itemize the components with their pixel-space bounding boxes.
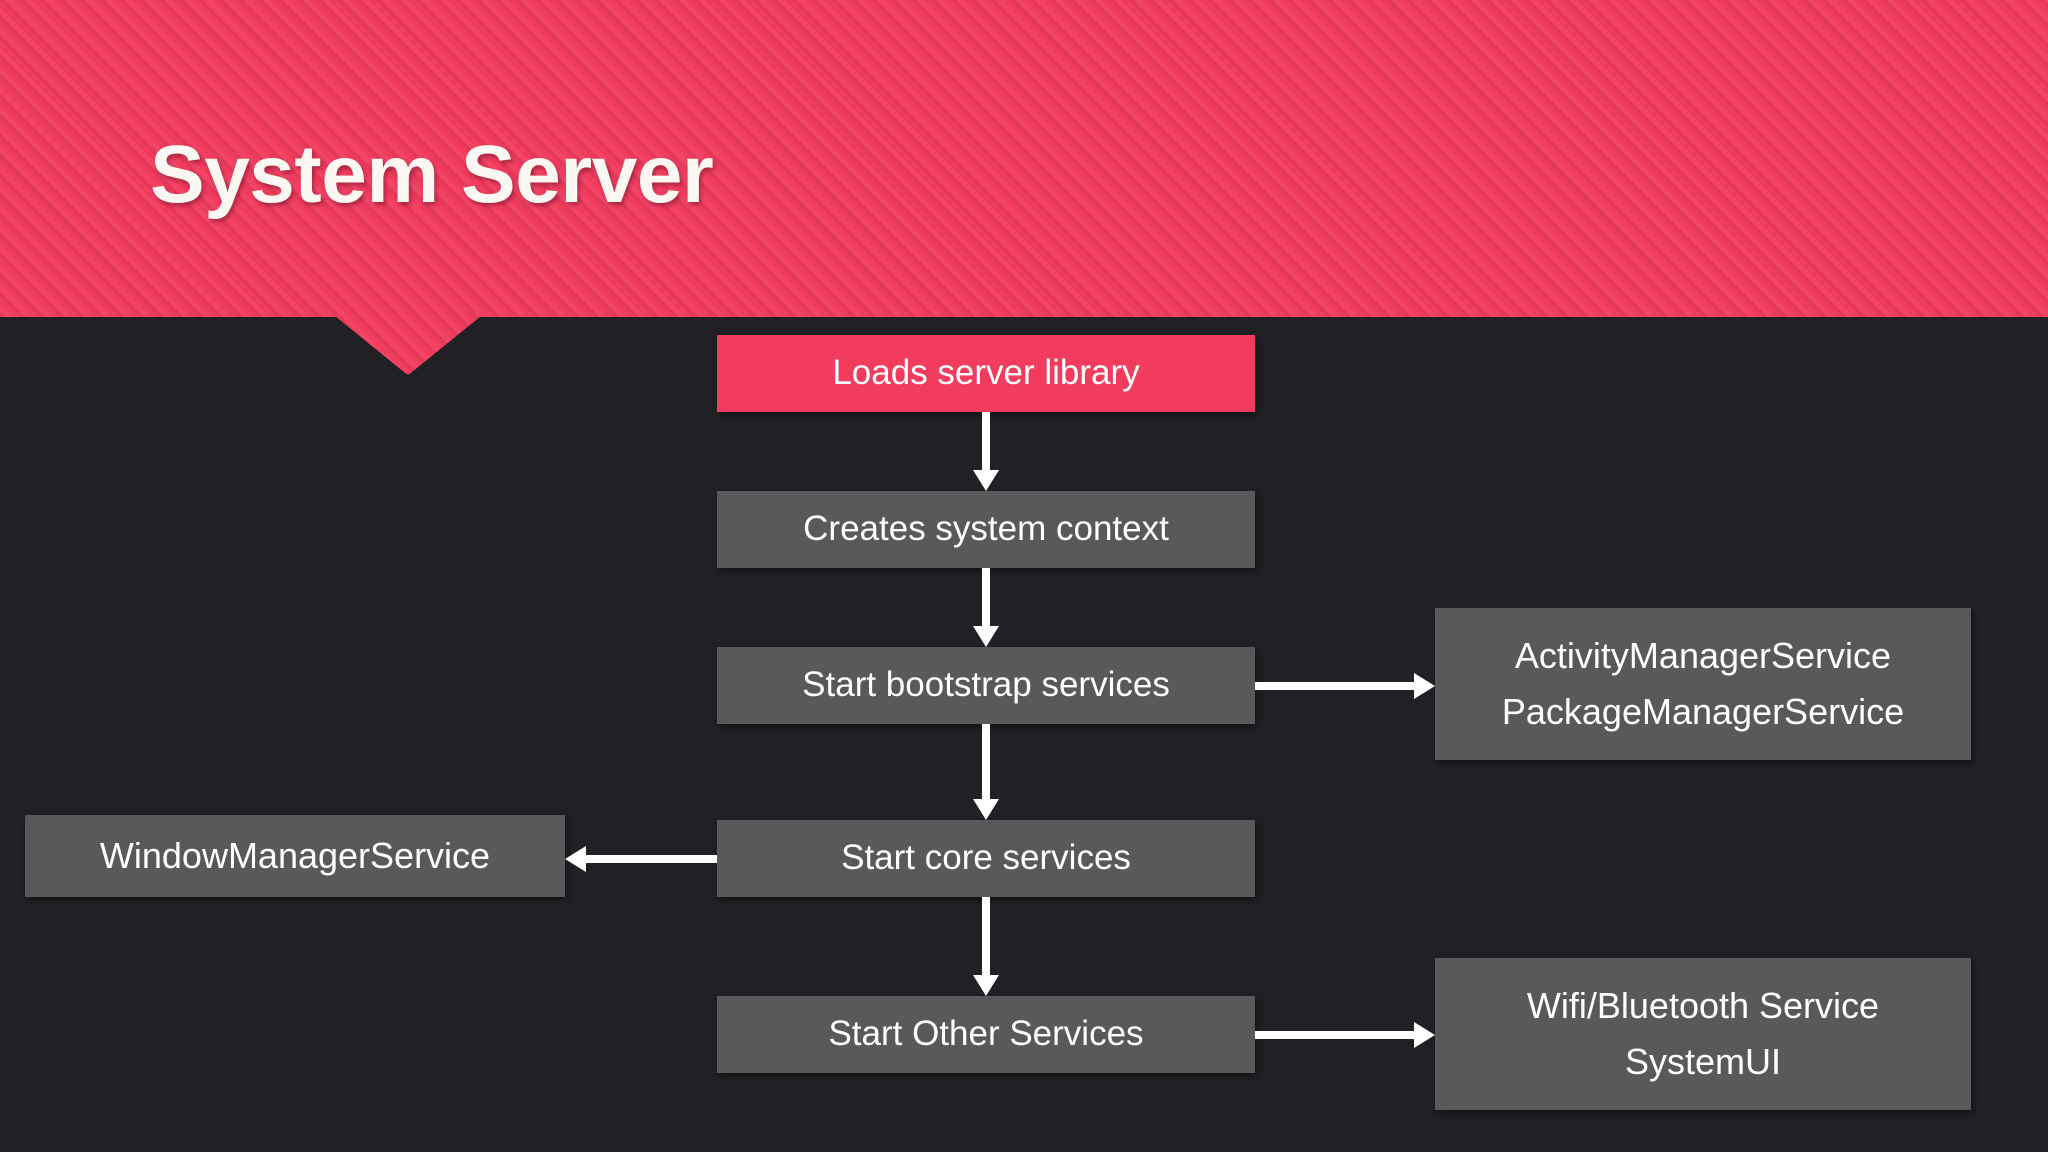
node-core-services-detail[interactable]: WindowManagerService [25,815,565,897]
arrow-head [1414,1022,1435,1048]
arrow-shaft [982,568,990,626]
arrow-head [973,975,999,996]
arrow-other-to-detail [1255,1020,1435,1050]
arrow-shaft [982,897,990,975]
node-other-services-detail[interactable]: Wifi/Bluetooth Service SystemUI [1435,958,1971,1110]
arrow-bootstrap-to-detail [1255,671,1435,701]
node-start-bootstrap-services[interactable]: Start bootstrap services [717,647,1255,724]
node-label-line-1: ActivityManagerService [1514,635,1892,677]
arrow-loads-to-creates [971,412,1001,491]
arrow-shaft [982,724,990,799]
node-start-core-services[interactable]: Start core services [717,820,1255,897]
arrow-shaft [1255,1031,1414,1039]
node-label: WindowManagerService [99,835,491,877]
node-start-other-services[interactable]: Start Other Services [717,996,1255,1073]
node-loads-server-library[interactable]: Loads server library [717,335,1255,412]
arrow-core-to-other [971,897,1001,996]
arrow-head [1414,673,1435,699]
node-creates-system-context[interactable]: Creates system context [717,491,1255,568]
arrow-head [973,470,999,491]
arrow-bootstrap-to-core [971,724,1001,820]
node-label: Creates system context [803,509,1169,549]
arrow-head [973,799,999,820]
arrow-shaft [982,412,990,470]
node-label-line-2: SystemUI [1624,1041,1782,1082]
node-label: Start Other Services [828,1014,1144,1054]
header-banner: System Server [0,0,2048,317]
page-title: System Server [150,129,714,220]
node-label: Start core services [841,838,1131,878]
header-chevron-notch [330,312,486,374]
node-label-line-1: Wifi/Bluetooth Service [1526,985,1880,1027]
node-label-line-2: PackageManagerService [1501,691,1905,732]
arrow-head [565,846,586,872]
node-label: Loads server library [832,353,1140,393]
node-bootstrap-services-detail[interactable]: ActivityManagerService PackageManagerSer… [1435,608,1971,760]
arrow-shaft [586,855,717,863]
arrow-creates-to-bootstrap [971,568,1001,647]
node-label: Start bootstrap services [802,665,1170,705]
arrow-core-to-detail [565,844,717,874]
arrow-shaft [1255,682,1414,690]
arrow-head [973,626,999,647]
